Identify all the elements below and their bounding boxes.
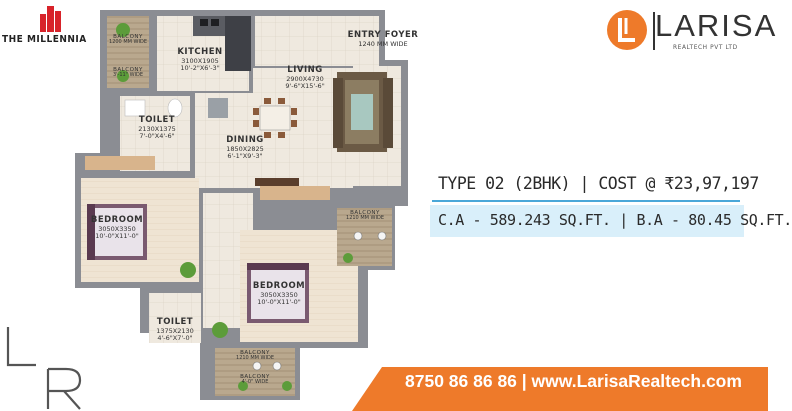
larisa-mark-icon <box>607 10 647 50</box>
room-label-bedroom-2: BEDROOM 3050X3350 10'-0"X11'-0" <box>243 281 315 307</box>
room-dim: 1200 MM WIDE <box>109 39 147 46</box>
room-title: BALCONY <box>240 350 270 356</box>
floor-plan: BALCONY 1200 MM WIDE BALCONY 3'-11" WIDE… <box>65 8 418 403</box>
room-label-living: LIVING 2900X4730 9'-6"X15'-6" <box>275 65 335 91</box>
floor-plan-drawing <box>75 10 408 400</box>
room-label-balcony-top-width: BALCONY 3'-11" WIDE <box>103 67 153 79</box>
room-title: BALCONY <box>113 34 143 40</box>
room-title: DINING <box>226 135 264 145</box>
room-label-balcony-bottom: BALCONY 1210 MM WIDE <box>227 350 283 362</box>
unit-area: C.A - 589.243 SQ.FT. | B.A - 80.45 SQ.FT… <box>438 211 792 229</box>
room-label-entry-foyer: ENTRY FOYER 1240 MM WIDE <box>343 30 423 48</box>
room-title: TOILET <box>138 115 176 125</box>
brand-logo-millennia: THE MILLENNIA <box>2 4 102 48</box>
room-title: TOILET <box>156 317 194 327</box>
contact-banner <box>352 367 768 411</box>
room-label-kitchen: KITCHEN 3100X1905 10'-2"X6'-3" <box>165 47 235 73</box>
room-label-toilet-1: TOILET 2130X1375 7'-0"X4'-6" <box>127 115 187 141</box>
room-title: BALCONY <box>240 374 270 380</box>
room-dim: 1850X2825 <box>226 144 264 153</box>
room-dim: 1240 MM WIDE <box>358 39 408 48</box>
room-title: ENTRY FOYER <box>347 30 419 40</box>
room-title: BEDROOM <box>90 215 144 225</box>
contact-text: 8750 86 86 86 | www.LarisaRealtech.com <box>405 371 742 391</box>
room-label-bedroom-1: BEDROOM 3050X3350 10'-0"X11'-0" <box>81 215 153 241</box>
room-dim: 7'-0"X4'-6" <box>139 132 175 141</box>
room-label-balcony-right: BALCONY 1210 MM WIDE <box>335 210 395 222</box>
room-dim: 6'-1"X9'-3" <box>227 152 263 161</box>
brand-name: LARISA <box>655 8 778 43</box>
room-title: BEDROOM <box>252 281 306 291</box>
room-title: BALCONY <box>350 210 380 216</box>
area-highlight <box>430 205 744 237</box>
room-label-balcony-top: BALCONY 1200 MM WIDE <box>103 34 153 46</box>
room-dim: 3'-11" WIDE <box>112 72 144 79</box>
room-dim: 4'-6"X7'-0" <box>157 334 193 343</box>
unit-type-cost: TYPE 02 (2BHK) | COST @ ₹23,97,197 <box>438 174 759 193</box>
building-icon <box>40 6 61 32</box>
room-dim: 10'-0"X11'-0" <box>95 232 139 241</box>
room-dim: 1375X2130 <box>156 326 194 335</box>
brand-name: THE MILLENNIA <box>2 34 87 45</box>
room-label-dining: DINING 1850X2825 6'-1"X9'-3" <box>215 135 275 161</box>
room-dim: 10'-0"X11'-0" <box>257 298 301 307</box>
brand-logo-larisa: LARISA REALTECH PVT LTD <box>605 8 775 54</box>
divider <box>432 200 740 202</box>
room-dim: 10'-2"X6'-3" <box>180 64 220 73</box>
room-dim: 9'-6"X15'-6" <box>285 82 325 91</box>
room-dim: 1210 MM WIDE <box>236 355 274 362</box>
room-dim: 1210 MM WIDE <box>346 215 384 222</box>
room-dim: 3050X3350 <box>260 290 298 299</box>
room-dim: 3100X1905 <box>181 56 219 65</box>
room-label-toilet-2: TOILET 1375X2130 4'-6"X7'-0" <box>147 317 203 343</box>
room-label-balcony-bottom-width: BALCONY 4'-0" WIDE <box>227 374 283 386</box>
room-dim: 4'-0" WIDE <box>241 379 269 386</box>
room-dim: 2900X4730 <box>286 74 324 83</box>
room-dim: 3050X3350 <box>98 224 136 233</box>
room-dim: 2130X1375 <box>138 124 176 133</box>
room-title: KITCHEN <box>177 47 223 57</box>
brand-tagline: REALTECH PVT LTD <box>673 43 738 51</box>
room-title: LIVING <box>287 65 323 75</box>
room-title: BALCONY <box>113 67 143 73</box>
lr-monogram-icon <box>6 327 82 410</box>
